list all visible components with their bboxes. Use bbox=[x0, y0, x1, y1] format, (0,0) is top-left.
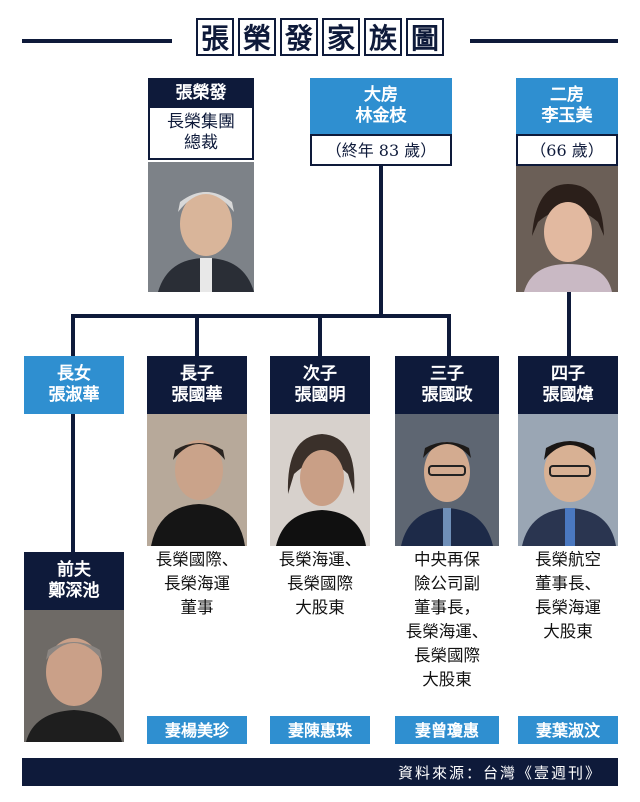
title-char: 張 bbox=[196, 18, 234, 56]
spouse-name: 妻曾瓊惠 bbox=[414, 720, 479, 740]
connector-son3 bbox=[447, 314, 451, 362]
son4-photo bbox=[518, 414, 618, 546]
son2-photo bbox=[270, 414, 370, 546]
connector-daughter-ex bbox=[71, 414, 75, 554]
child-role: 四子 bbox=[551, 364, 585, 384]
child-role: 三子 bbox=[430, 364, 464, 384]
connector-son1 bbox=[195, 314, 199, 362]
wife2-note-box: （66 歲） bbox=[516, 134, 618, 166]
child-box-eldest-daughter: 長女 張淑華 bbox=[24, 356, 124, 414]
spouse-label-son4: 妻葉淑汶 bbox=[518, 716, 618, 744]
connector-son2 bbox=[318, 314, 322, 362]
wife1-name: 林金枝 bbox=[355, 106, 407, 126]
founder-name-box: 張榮發 bbox=[148, 78, 254, 108]
chart-title: 張 榮 發 家 族 圖 bbox=[170, 18, 470, 62]
child-box-son3: 三子 張國政 bbox=[395, 356, 499, 414]
child-name: 張國煒 bbox=[542, 385, 594, 405]
child-name: 張國明 bbox=[294, 385, 346, 405]
desc-line: 長榮國際、 bbox=[155, 550, 239, 569]
son1-photo bbox=[147, 414, 247, 546]
wife2-name: 李玉美 bbox=[541, 106, 593, 126]
ex-husband-photo bbox=[24, 610, 124, 742]
child-name: 張國華 bbox=[171, 385, 223, 405]
spouse-name: 妻葉淑汶 bbox=[535, 720, 600, 740]
desc-line: 長榮海運 bbox=[164, 574, 230, 593]
desc-line: 長榮海運 bbox=[535, 598, 601, 617]
desc-line: 董事長， bbox=[414, 598, 480, 617]
son2-portrait-icon bbox=[270, 414, 370, 546]
title-rule-right bbox=[470, 39, 618, 43]
connector-daughter bbox=[71, 314, 75, 362]
desc-line: 長榮國際 bbox=[414, 646, 480, 665]
son3-desc: 中央再保 險公司副 董事長， 長榮海運、 長榮國際 大股東 bbox=[390, 548, 504, 692]
child-box-son4: 四子 張國煒 bbox=[518, 356, 618, 414]
connector-wife2-down bbox=[567, 292, 571, 362]
wife1-label: 大房 bbox=[364, 85, 398, 105]
child-role: 次子 bbox=[303, 364, 337, 384]
founder-title-box: 長榮集團 總裁 bbox=[148, 106, 254, 160]
founder-photo bbox=[148, 162, 254, 292]
child-role: 長子 bbox=[180, 364, 214, 384]
title-char: 族 bbox=[364, 18, 402, 56]
son4-portrait-icon bbox=[518, 414, 618, 546]
child-box-son1: 長子 張國華 bbox=[147, 356, 247, 414]
wife1-note: （終年 83 歲） bbox=[325, 140, 437, 160]
founder-title-line: 總裁 bbox=[184, 133, 218, 153]
spouse-name: 妻楊美珍 bbox=[164, 720, 229, 740]
source-footer: 資料來源：台灣《壹週刊》 bbox=[22, 758, 618, 786]
desc-line: 大股東 bbox=[422, 670, 472, 689]
spouse-name: 妻陳惠珠 bbox=[287, 720, 352, 740]
desc-line: 中央再保 bbox=[414, 550, 480, 569]
wife1-box: 大房 林金枝 bbox=[310, 78, 452, 134]
child-box-son2: 次子 張國明 bbox=[270, 356, 370, 414]
desc-line: 大股東 bbox=[543, 622, 593, 641]
son2-desc: 長榮海運、 長榮國際 大股東 bbox=[264, 548, 376, 620]
connector-children-bar bbox=[71, 314, 451, 318]
son4-desc: 長榮航空 董事長、 長榮海運 大股東 bbox=[513, 548, 623, 644]
spouse-label-son3: 妻曾瓊惠 bbox=[395, 716, 499, 744]
desc-line: 董事長、 bbox=[535, 574, 601, 593]
desc-line: 董事 bbox=[180, 598, 214, 617]
wife2-photo bbox=[516, 166, 618, 292]
wife1-note-box: （終年 83 歲） bbox=[310, 134, 452, 166]
desc-line: 長榮海運、 bbox=[278, 550, 362, 569]
desc-line: 長榮海運、 bbox=[405, 622, 489, 641]
ex-husband-role: 前夫 bbox=[57, 560, 91, 580]
desc-line: 險公司副 bbox=[414, 574, 480, 593]
title-rule-left bbox=[22, 39, 172, 43]
child-name: 張國政 bbox=[421, 385, 473, 405]
wife2-label: 二房 bbox=[550, 85, 584, 105]
son1-portrait-icon bbox=[147, 414, 247, 546]
founder-name: 張榮發 bbox=[175, 82, 227, 103]
spouse-label-son2: 妻陳惠珠 bbox=[270, 716, 370, 744]
spouse-label-son1: 妻楊美珍 bbox=[147, 716, 247, 744]
child-role: 長女 bbox=[57, 364, 91, 384]
ex-husband-name: 鄭深池 bbox=[48, 581, 100, 601]
wife2-note: （66 歲） bbox=[530, 140, 604, 160]
son3-photo bbox=[395, 414, 499, 546]
desc-line: 長榮國際 bbox=[287, 574, 353, 593]
desc-line: 大股東 bbox=[295, 598, 345, 617]
source-text: 資料來源：台灣《壹週刊》 bbox=[397, 763, 602, 782]
connector-wife1-down bbox=[379, 166, 383, 316]
ex-husband-portrait-icon bbox=[24, 610, 124, 742]
title-char: 圖 bbox=[406, 18, 444, 56]
title-char: 家 bbox=[322, 18, 360, 56]
son3-portrait-icon bbox=[395, 414, 499, 546]
desc-line: 長榮航空 bbox=[535, 550, 601, 569]
wife2-box: 二房 李玉美 bbox=[516, 78, 618, 134]
title-char: 榮 bbox=[238, 18, 276, 56]
founder-portrait-icon bbox=[148, 162, 254, 292]
founder-title-line: 長榮集團 bbox=[167, 112, 235, 132]
wife2-portrait-icon bbox=[516, 166, 618, 292]
ex-husband-box: 前夫 鄭深池 bbox=[24, 552, 124, 610]
son1-desc: 長榮國際、 長榮海運 董事 bbox=[142, 548, 252, 620]
child-name: 張淑華 bbox=[48, 385, 100, 405]
title-char: 發 bbox=[280, 18, 318, 56]
